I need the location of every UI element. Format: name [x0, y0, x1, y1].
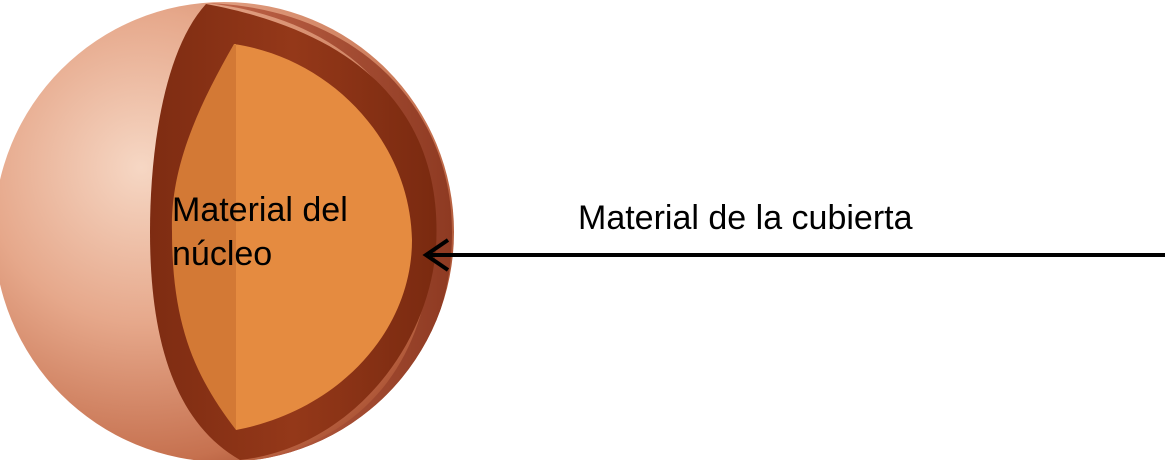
core-left-half	[171, 44, 236, 430]
shell-material-label: Material de la cubierta	[578, 199, 913, 237]
core-material-label: Material del núcleo	[172, 188, 348, 276]
core-material-label-line1: Material del	[172, 191, 348, 229]
core-material-label-line2: núcleo	[172, 235, 273, 273]
pointer-arrow-head	[422, 238, 450, 272]
core-right-half	[234, 44, 412, 430]
